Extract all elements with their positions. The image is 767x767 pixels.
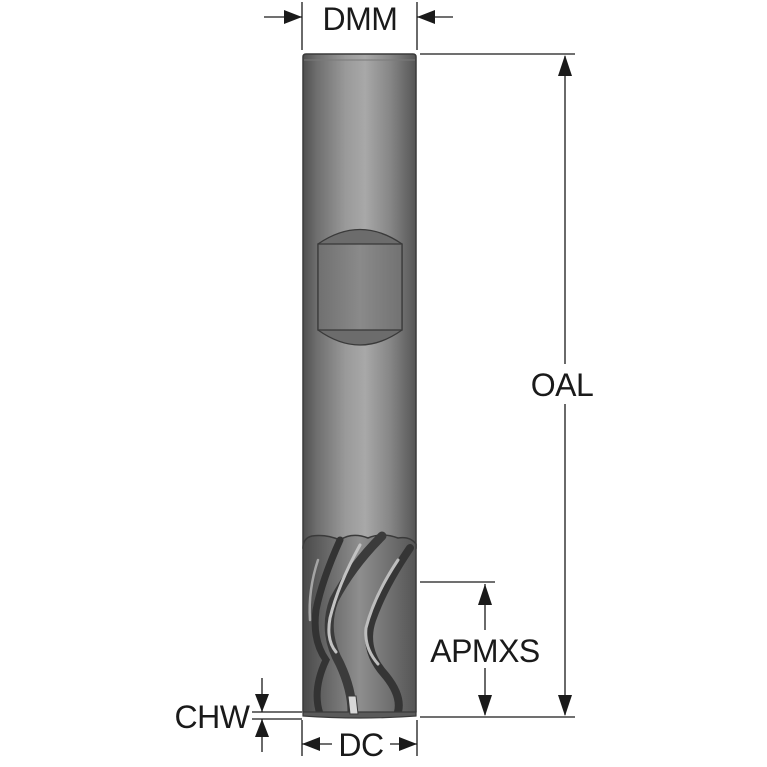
flute-groove-3: [365, 544, 414, 716]
flute-highlight-3: [308, 558, 320, 622]
apmxs-arrow-bottom: [478, 695, 492, 716]
apmxs-arrow-top: [478, 584, 492, 605]
flute-groove-1: [311, 536, 344, 718]
chw-dimension: CHW: [175, 678, 302, 752]
oal-label: OAL: [531, 367, 594, 403]
oal-arrow-top: [558, 55, 572, 76]
dmm-dimension: DMM: [264, 1, 453, 50]
dc-dimension: DC: [301, 720, 418, 763]
flute-highlight-1: [327, 543, 362, 654]
flute-section: [302, 531, 417, 719]
dmm-label: DMM: [323, 1, 398, 37]
oal-dimension: OAL: [420, 53, 594, 718]
dmm-arrow-left: [284, 10, 302, 24]
flute-highlight-2: [364, 558, 400, 666]
dmm-arrow-right: [417, 10, 435, 24]
chw-label: CHW: [175, 699, 251, 735]
tool-tip: [302, 711, 417, 719]
end-mill-tool: [302, 53, 417, 719]
tip-notch: [347, 695, 359, 715]
apmxs-label: APMXS: [430, 633, 540, 669]
chw-arrow-bottom: [255, 719, 269, 737]
dc-arrow-left: [302, 737, 320, 751]
chw-arrow-top: [255, 694, 269, 712]
dc-label: DC: [338, 727, 383, 763]
apmxs-dimension: APMXS: [420, 581, 540, 716]
weldon-flat: [317, 228, 403, 346]
oal-arrow-bottom: [558, 695, 572, 716]
dc-arrow-right: [399, 737, 417, 751]
